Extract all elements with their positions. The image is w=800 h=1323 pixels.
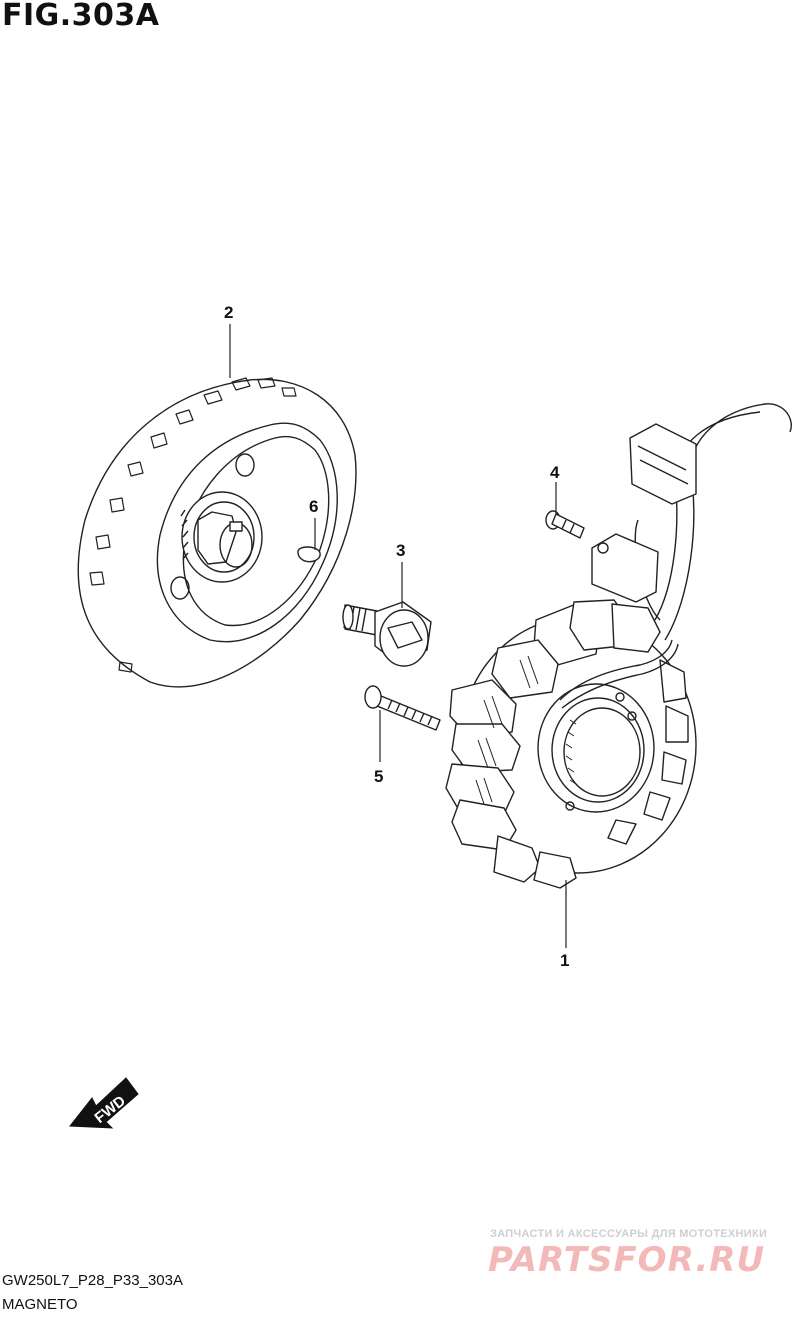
- watermark-tagline: ЗАПЧАСТИ И АКСЕССУАРЫ ДЛЯ МОТОТЕХНИКИ: [490, 1228, 768, 1240]
- flywheel-rotor: [77, 377, 357, 688]
- diagram-caption: MAGNETO: [2, 1296, 78, 1313]
- callout-3: 3: [396, 541, 405, 560]
- lead-clamp-screw: [545, 510, 585, 539]
- fwd-arrow-icon: FWD: [69, 1077, 139, 1129]
- callout-6: 6: [309, 497, 318, 516]
- leader-lines: [229, 324, 567, 948]
- stator-assembly: [445, 403, 792, 889]
- callout-1: 1: [560, 951, 569, 970]
- rim-slots: [89, 377, 297, 673]
- stator-screw: [364, 685, 441, 731]
- callout-5: 5: [374, 767, 383, 786]
- callout-2: 2: [224, 303, 233, 322]
- rotor-bolt: [342, 601, 432, 667]
- callout-4: 4: [550, 463, 560, 482]
- watermark-logo: PARTSFOR.RU: [488, 1240, 766, 1280]
- stator-poles: [445, 599, 689, 889]
- woodruff-key: [297, 546, 321, 563]
- figure-title: FIG.303A: [2, 0, 160, 33]
- diagram-code: GW250L7_P28_P33_303A: [2, 1272, 183, 1289]
